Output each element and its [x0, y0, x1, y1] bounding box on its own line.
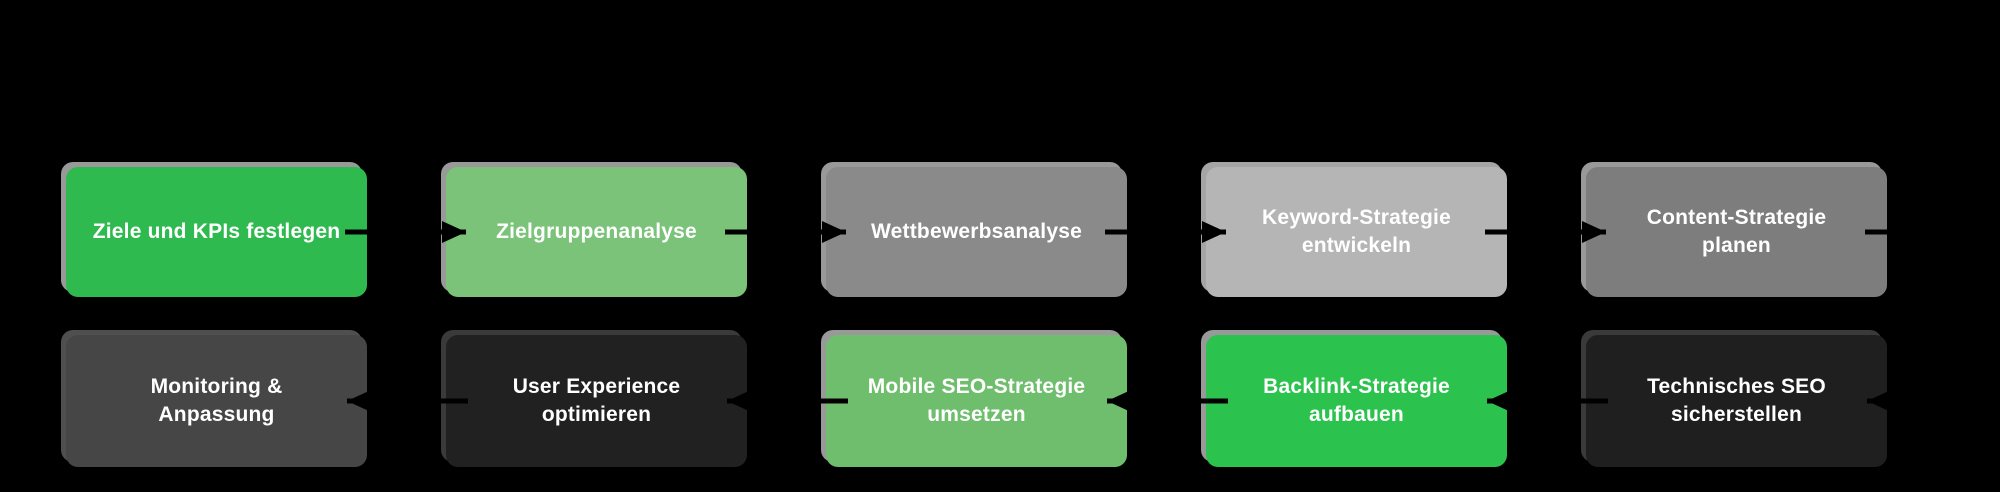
step-box-backlink-strategie-aufbauen: Backlink-Strategie aufbauen [1206, 335, 1507, 467]
step-label: optimieren [541, 403, 652, 426]
step-label: Zielgruppenanalyse [496, 220, 697, 243]
step-box-zielgruppenanalyse: Zielgruppenanalyse [446, 167, 747, 297]
step-label: Wettbewerbsanalyse [871, 220, 1082, 243]
step-label: Anpassung [158, 403, 275, 426]
step-label: planen [1702, 234, 1771, 257]
step-label: aufbauen [1309, 403, 1404, 426]
step-label: umsetzen [927, 403, 1026, 426]
step-box-wettbewerbsanalyse: Wettbewerbsanalyse [826, 167, 1127, 297]
step-label: Mobile SEO-Strategie [867, 375, 1086, 398]
step-label: Technisches SEO [1647, 375, 1826, 398]
step-label: sicherstellen [1671, 403, 1802, 426]
step-label: Monitoring & [150, 375, 283, 398]
step-label: User Experience [512, 375, 681, 398]
step-box-technisches-seo-sicherstellen: Technisches SEO sicherstellen [1586, 335, 1887, 467]
step-box-ziele-und-kpis-festlegen: Ziele und KPIs festlegen [66, 167, 367, 297]
step-box-monitoring-anpassung: Monitoring & Anpassung [66, 335, 367, 467]
step-box-content-strategie-planen: Content-Strategie planen [1586, 167, 1887, 297]
step-box-mobile-seo-strategie-umsetzen: Mobile SEO-Strategie umsetzen [826, 335, 1127, 467]
step-box-user-experience-optimieren: User Experience optimieren [446, 335, 747, 467]
step-label: entwickeln [1301, 234, 1412, 257]
step-label: Keyword-Strategie [1262, 206, 1451, 229]
step-label: Ziele und KPIs festlegen [92, 220, 341, 243]
step-label: Backlink-Strategie [1263, 375, 1450, 398]
step-label: Content-Strategie [1646, 206, 1827, 229]
step-box-keyword-strategie-entwickeln: Keyword-Strategie entwickeln [1206, 167, 1507, 297]
